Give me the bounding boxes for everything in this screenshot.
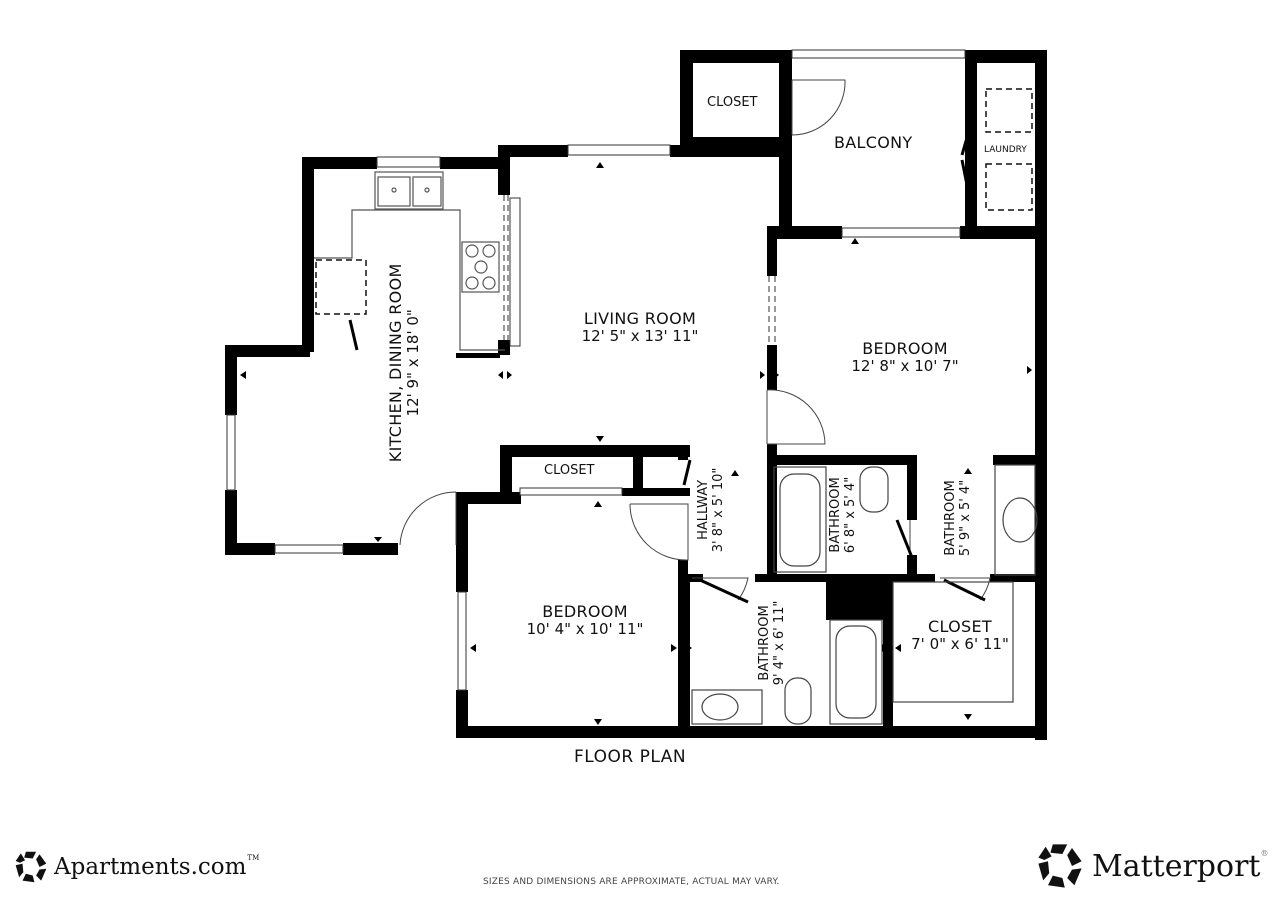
kitchen-label: KITCHEN, DINING ROOM 12' 9" x 18' 0": [386, 263, 423, 463]
laundry-label: LAUNDRY: [984, 145, 1027, 155]
closet-walkin-label: CLOSET 7' 0" x 6' 11": [895, 617, 1025, 654]
hallway-label: HALLWAY 3' 8" x 5' 10": [696, 465, 727, 555]
living-room-name: LIVING ROOM: [583, 309, 697, 328]
bath1-name: BATHROOM: [828, 477, 844, 553]
closet-walkin-name: CLOSET: [928, 617, 992, 636]
kitchen-dims: 12' 9" x 18' 0": [404, 309, 423, 417]
closet-top-label: CLOSET: [707, 95, 758, 110]
hallway-dims: 3' 8" x 5' 10": [711, 467, 726, 553]
living-room-label: LIVING ROOM 12' 5" x 13' 11": [570, 309, 710, 346]
matterport-star-icon: [1038, 844, 1082, 888]
bedroom-second-label: BEDROOM 10' 4" x 10' 11": [505, 602, 665, 639]
bedroom-main-dims: 12' 8" x 10' 7": [851, 357, 959, 376]
matterport-wordmark: Matterport®: [1092, 848, 1269, 884]
bath3-dims: 9' 4" x 6' 11": [772, 600, 787, 686]
kitchen-fixtures: [314, 171, 505, 351]
closet-walkin-dims: 7' 0" x 6' 11": [911, 635, 1009, 654]
closet-mid-label: CLOSET: [544, 463, 595, 478]
living-room-dims: 12' 5" x 13' 11": [581, 327, 699, 346]
bedroom-second-dims: 10' 4" x 10' 11": [526, 620, 644, 639]
laundry-machines: [315, 88, 1033, 315]
bath2-dims: 5' 9" x 5' 4": [958, 479, 973, 557]
windows: [226, 49, 966, 691]
balcony-label: BALCONY: [834, 133, 913, 152]
bath2-name: BATHROOM: [943, 480, 959, 556]
disclaimer-text: SIZES AND DIMENSIONS ARE APPROXIMATE, AC…: [483, 877, 780, 887]
bath3-label: BATHROOM 9' 4" x 6' 11": [757, 598, 788, 688]
bedroom-main-name: BEDROOM: [862, 339, 948, 358]
kitchen-name: KITCHEN, DINING ROOM: [386, 263, 406, 463]
bath3-name: BATHROOM: [757, 605, 773, 681]
bedroom-second-name: BEDROOM: [542, 602, 628, 621]
hallway-name: HALLWAY: [696, 479, 712, 540]
bath1-label: BATHROOM 6' 8" x 5' 4": [828, 470, 859, 560]
matterport-logo: Matterport®: [1036, 842, 1268, 890]
apartments-logo: Apartments.comTM: [14, 850, 259, 884]
dimension-markers: [240, 162, 1032, 725]
apartments-star-icon: [15, 851, 47, 883]
bath2-label: BATHROOM 5' 9" x 5' 4": [943, 473, 974, 563]
floor-plan-title: FLOOR PLAN: [574, 747, 687, 767]
openings: [503, 195, 776, 347]
door-panels: [348, 119, 986, 604]
apartments-wordmark: Apartments.comTM: [54, 854, 260, 880]
bath1-dims: 6' 8" x 5' 4": [843, 476, 858, 554]
bath-fixtures: [691, 464, 1038, 725]
bedroom-main-label: BEDROOM 12' 8" x 10' 7": [840, 339, 970, 376]
